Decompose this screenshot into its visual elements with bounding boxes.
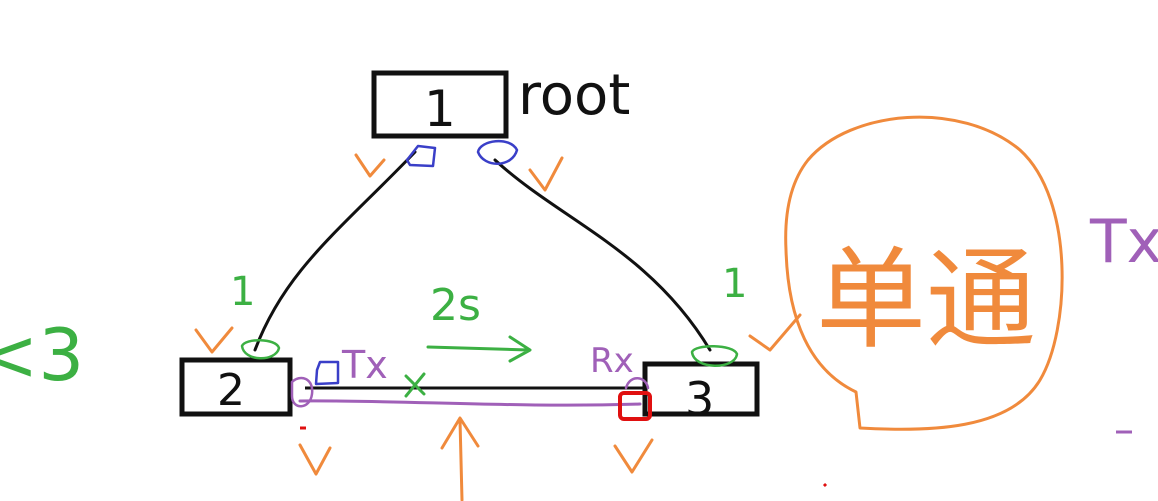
far-left-text: <3	[0, 313, 84, 397]
check-mark-icon	[298, 443, 332, 476]
root-node-label: 1	[424, 80, 456, 138]
rx-label: Rx	[590, 341, 634, 381]
port-icon	[314, 360, 340, 386]
link-root-to-right	[493, 158, 712, 352]
root-label: root	[518, 63, 630, 128]
left-edge-label: 1	[230, 269, 255, 315]
check-mark-icon	[194, 326, 234, 354]
delay-label: 2s	[430, 280, 481, 331]
far-right-text: Tx	[1089, 207, 1158, 277]
right-node: 3	[642, 361, 760, 426]
root-node: 1	[371, 70, 509, 139]
link-root-to-left	[253, 150, 417, 352]
tx-label: Tx	[341, 343, 388, 387]
left-node: 2	[179, 357, 293, 417]
port-icon	[624, 377, 650, 390]
left-node-box	[179, 357, 293, 417]
check-mark-icon	[613, 438, 654, 474]
cross-icon	[404, 372, 426, 398]
right-node-label: 3	[685, 372, 714, 426]
check-mark-icon	[528, 156, 564, 192]
port-icon	[240, 339, 281, 360]
port-icon	[290, 376, 314, 408]
port-icon	[618, 391, 652, 421]
root-node-box	[371, 70, 509, 139]
arrow-up-icon	[440, 416, 480, 501]
right-edge-label: 1	[722, 261, 747, 307]
left-node-label: 2	[217, 365, 245, 416]
check-mark-icon	[354, 153, 386, 178]
circled-note-outline	[784, 115, 1064, 431]
check-mark-icon	[748, 313, 802, 352]
arrow-right-icon	[426, 335, 532, 363]
port-icon	[405, 144, 437, 168]
port-icon	[476, 140, 519, 165]
circled-text: 单通	[816, 236, 1036, 364]
stray-mark	[822, 482, 828, 488]
port-icon	[690, 345, 739, 367]
purple-tx-path	[298, 399, 642, 407]
